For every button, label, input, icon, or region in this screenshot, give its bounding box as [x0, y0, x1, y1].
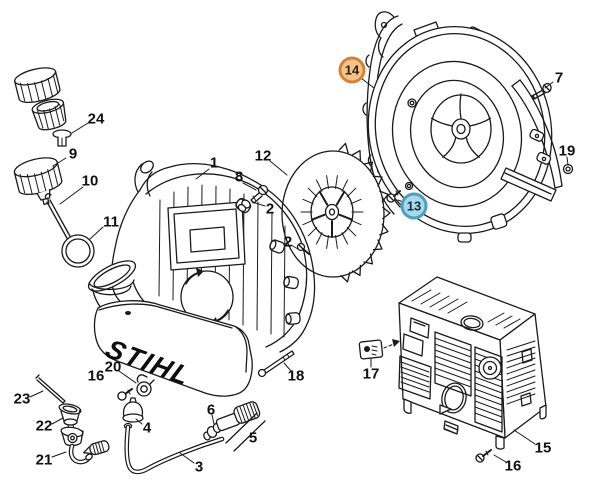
leader-lines: [29, 77, 569, 464]
callout-23[interactable]: 23: [13, 390, 31, 408]
callout-15[interactable]: 15: [534, 439, 552, 457]
fan-wheel-drawing: [281, 142, 391, 283]
callout-8[interactable]: 8: [234, 168, 244, 186]
callout-18[interactable]: 18: [287, 367, 305, 385]
screw-7-drawing: [531, 82, 552, 100]
callout-9[interactable]: 9: [68, 145, 78, 163]
screw-16-left-drawing: [117, 391, 127, 401]
callout-2b[interactable]: 2: [283, 233, 293, 251]
callout-16a[interactable]: 16: [87, 367, 105, 385]
callout-21[interactable]: 21: [35, 451, 53, 469]
part-badge-13[interactable]: 13: [400, 192, 428, 220]
part-badge-14[interactable]: 14: [338, 56, 366, 84]
bolt-18-drawing: [257, 350, 295, 378]
callout-17[interactable]: 17: [362, 365, 380, 383]
screw-2-drawing: [296, 242, 310, 255]
callout-12[interactable]: 12: [254, 147, 272, 165]
callout-16b[interactable]: 16: [504, 457, 522, 475]
callout-20[interactable]: 20: [104, 358, 122, 376]
callout-5[interactable]: 5: [248, 429, 258, 447]
callout-6[interactable]: 6: [206, 401, 216, 419]
callout-2a[interactable]: 2: [265, 200, 275, 218]
blower-housing-drawing: [87, 160, 316, 397]
callout-10[interactable]: 10: [81, 172, 99, 190]
engine-cover-drawing: [398, 276, 547, 450]
fan-housing-drawing: [362, 11, 563, 243]
plate-17-drawing: [358, 339, 400, 360]
screw-13-drawing: [386, 190, 401, 203]
callout-7[interactable]: 7: [554, 69, 564, 87]
screw-16-right-drawing: [475, 449, 492, 463]
screw-8-drawing: [237, 184, 269, 213]
callout-24[interactable]: 24: [87, 110, 105, 128]
fuel-cap-parts-drawing: [13, 67, 95, 268]
callout-22[interactable]: 22: [35, 417, 53, 435]
callout-4[interactable]: 4: [142, 419, 152, 437]
callout-11[interactable]: 11: [103, 213, 119, 231]
callout-19[interactable]: 19: [558, 142, 576, 160]
nut-19-drawing: [562, 163, 574, 175]
callout-1[interactable]: 1: [209, 154, 219, 172]
drain-parts-drawing: [35, 374, 110, 465]
callout-3[interactable]: 3: [194, 458, 204, 476]
